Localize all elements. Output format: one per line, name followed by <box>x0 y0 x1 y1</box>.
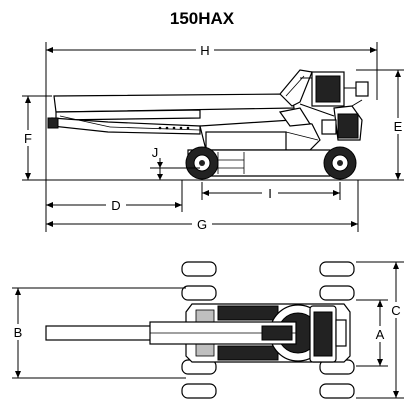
boom-rivets <box>158 126 190 130</box>
dim-label-d: D <box>111 198 120 213</box>
diagram-title: 150HAX <box>170 9 235 28</box>
dimension-h: H <box>45 42 378 130</box>
dimension-g: G <box>46 180 359 232</box>
dim-label-i: I <box>268 186 272 201</box>
dim-label-g: G <box>197 217 207 232</box>
dimension-b: B <box>12 287 186 379</box>
dim-label-c: C <box>391 303 400 318</box>
dimension-f: F <box>22 95 190 181</box>
dim-label-j: J <box>152 145 159 160</box>
top-boom <box>45 321 297 345</box>
top-view: B C A <box>12 261 404 399</box>
boom <box>47 69 313 135</box>
dimension-j: J <box>150 145 200 180</box>
dim-label-e: E <box>394 119 403 134</box>
jib-rotator <box>299 99 363 141</box>
dimension-i: I <box>201 182 341 201</box>
dim-label-h: H <box>200 43 209 58</box>
turntable-body <box>199 107 321 151</box>
dimension-d: D <box>45 130 183 232</box>
dim-label-b: B <box>14 325 23 340</box>
dim-label-f: F <box>24 131 32 146</box>
front-wheel <box>185 146 219 180</box>
rear-wheel <box>323 146 357 180</box>
platform-basket <box>300 71 369 107</box>
dimension-a: A <box>356 299 388 367</box>
dimension-c: C <box>356 261 404 399</box>
top-wheels <box>181 261 355 399</box>
dimension-e: E <box>356 69 404 181</box>
dim-label-a: A <box>376 327 385 342</box>
side-view: H F E <box>22 42 404 232</box>
